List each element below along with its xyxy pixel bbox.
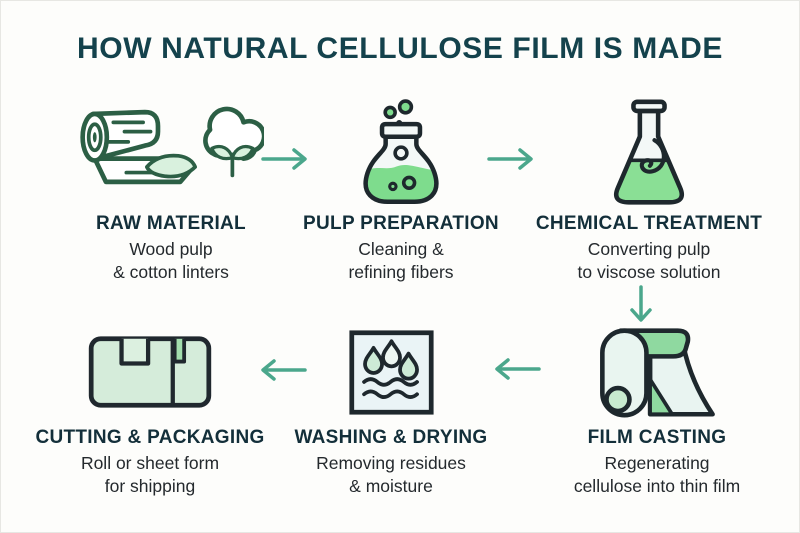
step-desc-line1: Regenerating <box>604 453 710 473</box>
step-desc-line2: to viscose solution <box>577 262 721 282</box>
step-description: Cleaning & refining fibers <box>348 238 453 284</box>
page-title: HOW NATURAL CELLULOSE FILM IS MADE <box>77 32 723 65</box>
wood-roll-and-cotton-icon <box>80 106 264 184</box>
step-chemical-treatment: CHEMICAL TREATMENT Converting pulp to vi… <box>527 97 771 284</box>
step-title: FILM CASTING <box>587 427 727 448</box>
step-cutting-packaging: CUTTING & PACKAGING Roll or sheet form f… <box>35 321 264 498</box>
step-desc-line1: Wood pulp <box>129 239 213 259</box>
step-desc-line2: refining fibers <box>348 262 454 282</box>
step-description: Converting pulp to viscose solution <box>578 238 721 284</box>
step-washing-drying: WASHING & DRYING Removing residues & moi… <box>285 321 497 498</box>
erlenmeyer-flask-icon <box>613 99 685 205</box>
arrow-raw-to-pulp <box>259 143 311 175</box>
arrow-down-icon <box>630 285 652 322</box>
package-box-icon <box>88 336 212 408</box>
step-desc-line1: Roll or sheet form <box>80 453 220 473</box>
step-description: Removing residues & moisture <box>316 452 466 498</box>
step-desc-line2: for shipping <box>104 476 196 496</box>
step-desc-line2: & cotton linters <box>113 262 229 282</box>
droplets-and-waves-icon <box>348 329 434 415</box>
step-title: PULP PREPARATION <box>303 213 499 234</box>
step-desc-line1: Cleaning & <box>358 239 444 259</box>
step-desc-line2: & moisture <box>349 476 433 496</box>
step-icon-box <box>291 97 511 209</box>
bubbling-beaker-icon <box>363 99 439 205</box>
step-desc-line2: cellulose into thin film <box>573 476 741 496</box>
step-desc-line1: Converting pulp <box>587 239 711 259</box>
step-icon-box <box>527 97 771 209</box>
step-description: Roll or sheet form for shipping <box>81 452 219 498</box>
step-description: Regenerating cellulose into thin film <box>574 452 740 498</box>
step-desc-line1: Removing residues <box>316 453 466 473</box>
step-description: Wood pulp & cotton linters <box>113 238 229 284</box>
step-icon-box <box>39 321 261 423</box>
arrow-chemical-to-film <box>625 284 657 324</box>
step-icon-box <box>285 321 497 423</box>
arrow-left-icon <box>495 358 541 380</box>
step-title: CUTTING & PACKAGING <box>35 427 265 448</box>
step-title: WASHING & DRYING <box>294 427 488 448</box>
film-roll-icon <box>600 328 715 418</box>
step-pulp-preparation: PULP PREPARATION Cleaning & refining fib… <box>291 97 511 284</box>
arrow-washing-to-cutting <box>257 354 309 386</box>
step-title: CHEMICAL TREATMENT <box>535 213 763 234</box>
arrow-right-icon <box>487 148 533 170</box>
arrow-pulp-to-chemical <box>485 143 537 175</box>
step-icon-box <box>541 321 773 423</box>
step-film-casting: FILM CASTING Regenerating cellulose into… <box>541 321 773 498</box>
arrow-film-to-washing <box>491 353 543 385</box>
arrow-right-icon <box>261 148 307 170</box>
step-raw-material: RAW MATERIAL Wood pulp & cotton linters <box>46 97 296 284</box>
step-icon-box <box>46 97 296 209</box>
arrow-left-icon <box>261 359 307 381</box>
step-title: RAW MATERIAL <box>96 213 246 234</box>
